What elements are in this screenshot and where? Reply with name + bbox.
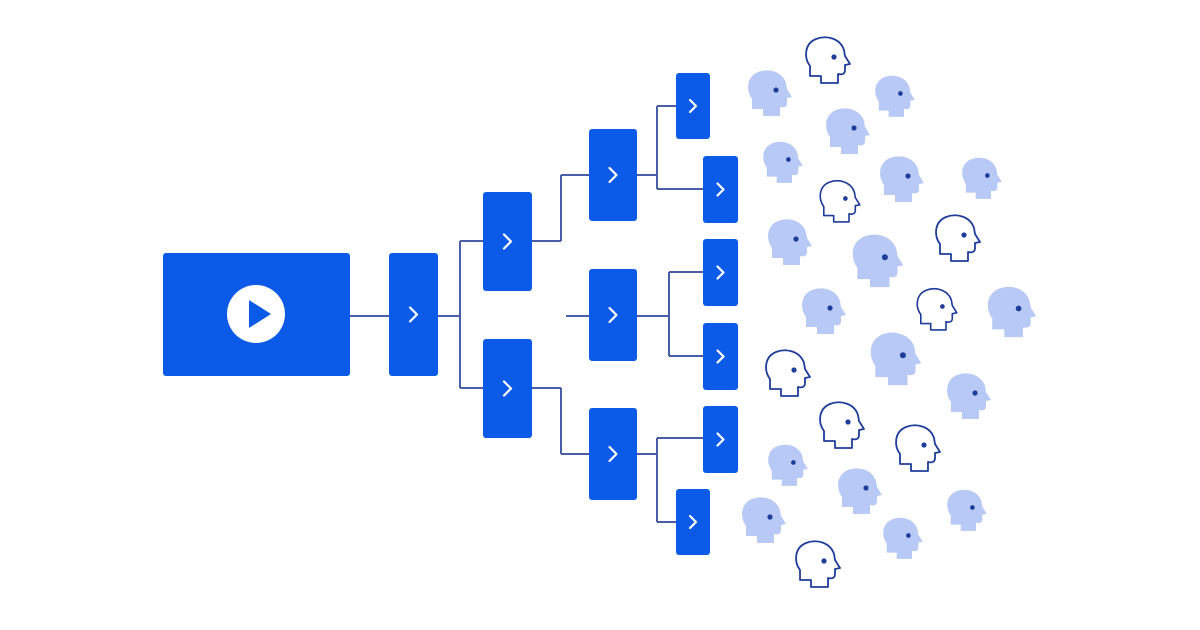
flow-box-level3-b bbox=[589, 269, 637, 361]
chevron-right-icon bbox=[608, 306, 618, 324]
flow-box-level3-a bbox=[589, 129, 637, 221]
flow-boxes bbox=[163, 73, 738, 555]
connector-line bbox=[637, 437, 703, 523]
audience-heads bbox=[742, 36, 1037, 588]
person-head-icon bbox=[947, 373, 991, 419]
person-head-icon bbox=[916, 288, 958, 331]
person-head-icon bbox=[870, 332, 922, 386]
person-head-icon bbox=[895, 424, 941, 472]
person-head-icon bbox=[748, 70, 792, 116]
chevron-right-icon bbox=[716, 432, 725, 447]
person-head-icon bbox=[819, 180, 861, 223]
person-head-icon bbox=[935, 214, 981, 262]
connector-lines bbox=[350, 105, 703, 523]
person-head-icon bbox=[880, 156, 924, 202]
person-head-icon bbox=[805, 36, 851, 84]
chevron-right-icon bbox=[716, 182, 725, 197]
person-head-icon bbox=[962, 157, 1002, 199]
person-head-icon bbox=[875, 75, 915, 117]
connector-line bbox=[532, 174, 589, 242]
flow-box-leaf-1 bbox=[676, 73, 710, 139]
chevron-right-icon bbox=[688, 98, 698, 114]
chevron-right-icon bbox=[716, 265, 725, 280]
flow-box-level3-c bbox=[589, 408, 637, 500]
person-head-icon bbox=[768, 219, 812, 265]
chevron-right-icon bbox=[716, 349, 725, 364]
chevron-right-icon bbox=[502, 233, 513, 250]
flow-box-level1 bbox=[389, 253, 438, 376]
person-head-icon bbox=[838, 468, 882, 514]
connector-line bbox=[637, 271, 703, 357]
chevron-right-icon bbox=[688, 514, 698, 530]
person-head-icon bbox=[852, 234, 904, 288]
person-head-icon bbox=[883, 517, 923, 559]
flow-box-level2-b bbox=[483, 339, 532, 438]
person-head-icon bbox=[819, 401, 865, 449]
flow-box-leaf-4 bbox=[703, 323, 738, 390]
person-head-icon bbox=[987, 286, 1037, 338]
person-head-icon bbox=[768, 444, 808, 486]
person-head-icon bbox=[795, 540, 841, 588]
chevron-right-icon bbox=[608, 166, 618, 184]
chevron-right-icon bbox=[502, 380, 513, 397]
person-head-icon bbox=[742, 497, 786, 543]
connector-line bbox=[637, 105, 703, 190]
play-icon bbox=[249, 300, 271, 328]
person-head-icon bbox=[947, 489, 987, 531]
flow-box-leaf-2 bbox=[703, 156, 738, 223]
chevron-right-icon bbox=[408, 306, 419, 323]
person-head-icon bbox=[802, 288, 846, 334]
connector-line bbox=[438, 240, 483, 389]
flow-box-leaf-3 bbox=[703, 239, 738, 306]
flow-box-leaf-6 bbox=[676, 489, 710, 555]
person-head-icon bbox=[765, 349, 811, 397]
person-head-icon bbox=[763, 141, 803, 183]
person-head-icon bbox=[826, 108, 870, 154]
connector-line bbox=[532, 387, 589, 455]
flow-box-leaf-5 bbox=[703, 406, 738, 473]
chevron-right-icon bbox=[608, 445, 618, 463]
flow-box-level2-a bbox=[483, 192, 532, 291]
